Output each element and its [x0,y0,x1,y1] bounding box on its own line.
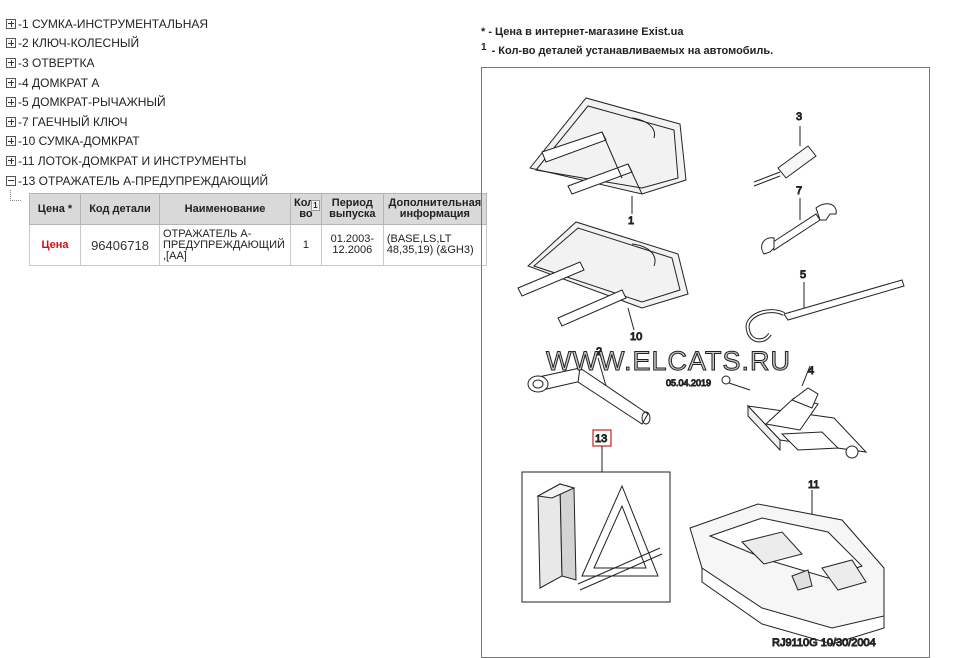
jack-bag-illustration [517,221,689,331]
parts-diagram: 1 10 3 7 5 2 [481,67,930,658]
price-link[interactable]: Цена [41,238,69,251]
table-row: Цена 96406718 ОТРАЖАТЕЛЬ А-ПРЕДУПРЕЖДАЮЩ… [29,224,487,266]
expand-icon[interactable] [6,155,16,166]
tree-item-label[interactable]: -11 ЛОТОК-ДОМКРАТ И ИНСТРУМЕНТЫ [18,153,247,168]
expand-icon[interactable] [6,77,16,88]
cell-code: 96406718 [80,224,160,266]
header-period: Период выпуска [320,193,384,225]
tree-item-label[interactable]: -13 ОТРАЖАТЕЛЬ А-ПРЕДУПРЕЖДАЮЩИЙ [18,173,269,188]
callout-7: 7 [796,185,802,197]
callout-1: 1 [628,215,634,227]
tree-item-11[interactable]: -11 ЛОТОК-ДОМКРАТ И ИНСТРУМЕНТЫ [6,151,476,171]
header-info: Дополнительная информация [382,193,487,225]
expand-icon[interactable] [6,38,16,49]
qty-footnote-text: - Кол-во деталей устанавливаемых на авто… [491,45,774,57]
tree-item-label[interactable]: -10 СУМКА-ДОМКРАТ [18,134,140,149]
diagram-drawing: 1 10 3 7 5 2 [517,97,905,650]
qty-footnote-sup: 1 [481,42,487,53]
tree-item-3[interactable]: -3 ОТВЕРТКА [6,53,476,73]
callout-4: 4 [808,365,814,377]
cell-qty: 1 [290,224,322,266]
price-footnote: * - Цена в интернет-магазине Exist.ua [481,26,684,38]
tree-item-5[interactable]: -5 ДОМКРАТ-РЫЧАЖНЫЙ [6,92,476,112]
cell-price: Цена [29,224,81,266]
wheel-wrench-illustration [527,357,651,425]
qty-footnote: 1 - Кол-во деталей устанавливаемых на авт… [481,42,773,57]
callout-10: 10 [630,331,642,343]
tool-tray-illustration [689,490,885,645]
tree-item-10[interactable]: -10 СУМКА-ДОМКРАТ [6,132,476,152]
tool-bag-illustration [529,97,687,214]
jack-handle-illustration [745,279,905,343]
tree-item-1[interactable]: -1 СУМКА-ИНСТРУМЕНТАЛЬНАЯ [6,14,476,34]
expand-icon[interactable] [6,97,16,108]
callout-5: 5 [800,269,806,281]
tree-item-label[interactable]: -3 ОТВЕРТКА [18,55,95,70]
tree-item-2[interactable]: -2 КЛЮЧ-КОЛЕСНЫЙ [6,34,476,54]
expand-icon[interactable] [6,116,16,127]
tree-item-label[interactable]: -4 ДОМКРАТ А [18,75,100,90]
watermark-text: WWW.ELCATS.RU [546,346,791,376]
diagram-ref-code: RJ9110G 10/30/2004 [772,637,876,649]
tree-item-13[interactable]: -13 ОТРАЖАТЕЛЬ А-ПРЕДУПРЕЖДАЮЩИЙ [6,171,476,191]
tree-item-label[interactable]: -1 СУМКА-ИНСТРУМЕНТАЛЬНАЯ [18,16,209,31]
expand-icon[interactable] [6,18,16,29]
parts-tree: -1 СУМКА-ИНСТРУМЕНТАЛЬНАЯ -2 КЛЮЧ-КОЛЕСН… [6,14,476,190]
expand-icon[interactable] [6,136,16,147]
header-name: Наименование [159,193,291,225]
cell-period: 01.2003-12.2006 [320,224,384,266]
tree-item-label[interactable]: -7 ГАЕЧНЫЙ КЛЮЧ [18,114,128,129]
reflector-kit-illustration [521,471,671,603]
wrench-illustration [761,198,837,255]
tree-branch-line [10,190,21,201]
header-code: Код детали [80,193,160,225]
expand-icon[interactable] [6,57,16,68]
scissor-jack-illustration [721,365,868,459]
tree-item-7[interactable]: -7 ГАЕЧНЫЙ КЛЮЧ [6,112,476,132]
callout-3: 3 [796,111,802,123]
header-qty-label: Кол-во [294,197,318,220]
watermark-date: 05.04.2019 [666,378,711,388]
screwdriver-illustration [753,126,817,187]
tree-item-label[interactable]: -5 ДОМКРАТ-РЫЧАЖНЫЙ [18,95,166,110]
callout-13[interactable]: 13 [595,433,608,446]
header-price: Цена * [29,193,81,225]
cell-info: (BASE,LS,LT 48,35,19) (&GH3) [382,224,487,266]
tree-item-4[interactable]: -4 ДОМКРАТ А [6,73,476,93]
callout-11: 11 [808,479,819,491]
collapse-icon[interactable] [6,175,16,186]
callout-2: 2 [596,346,602,358]
cell-name: ОТРАЖАТЕЛЬ А-ПРЕДУПРЕЖДАЮЩИЙ ,[AA] [159,224,291,266]
tree-item-label[interactable]: -2 КЛЮЧ-КОЛЕСНЫЙ [18,36,140,51]
qty-footnote-marker: 1 [310,200,320,211]
